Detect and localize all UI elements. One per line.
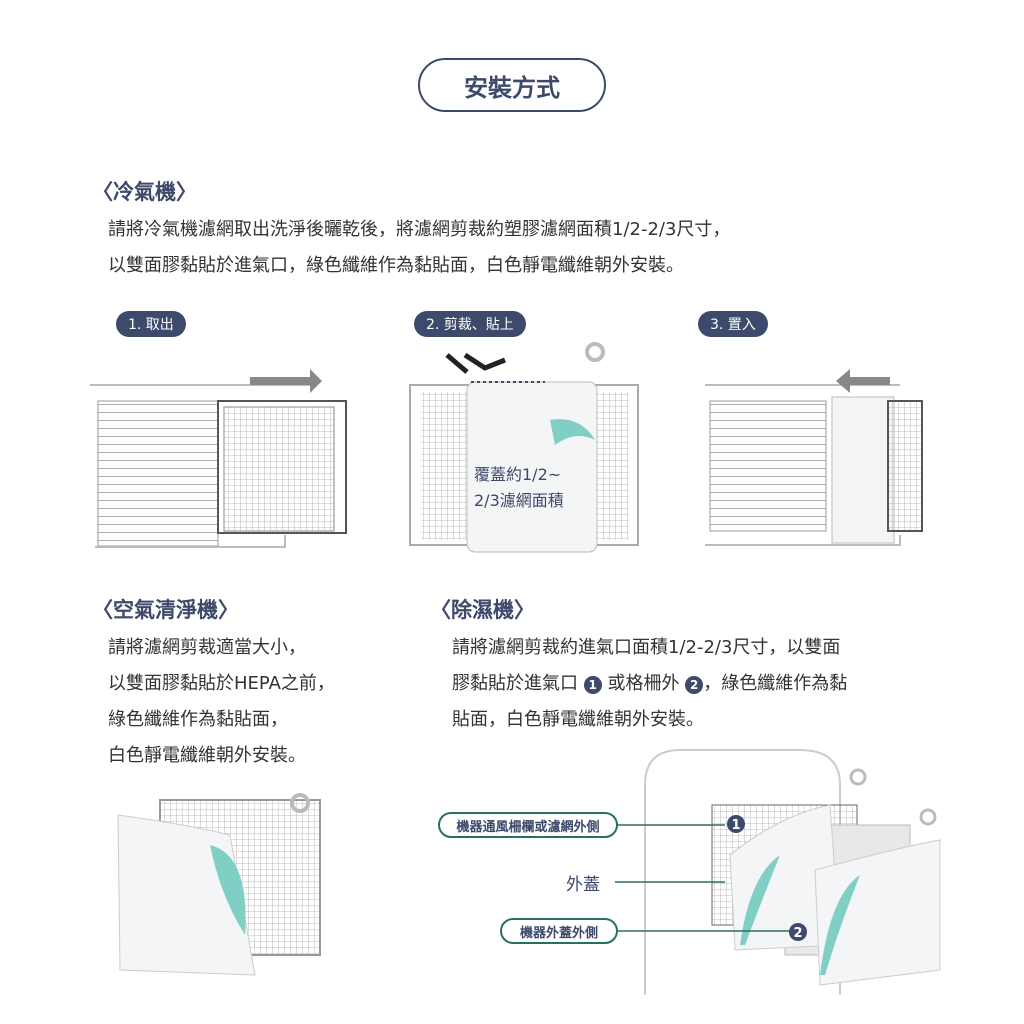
scissors-icon: [445, 352, 506, 374]
purifier-text: 以雙面膠黏貼於HEPA之前，: [108, 673, 335, 694]
dehumidifier-text: 貼面，白色靜電纖維朝外安裝。: [452, 709, 704, 730]
cover-label: 2/3濾網面積: [474, 491, 564, 510]
ac-heading: 〈冷氣機〉: [92, 180, 197, 204]
dehumidifier-text: ，綠色纖維作為黏: [703, 673, 848, 694]
callout-cover: 外蓋: [566, 875, 600, 895]
step-1-illustration: [90, 369, 347, 548]
dehumidifier-illustration: 1 2: [615, 749, 941, 995]
svg-text:2: 2: [793, 926, 802, 941]
purifier-heading: 〈空氣清淨機〉: [92, 598, 239, 622]
svg-text:1: 1: [731, 818, 740, 833]
dehumidifier-heading: 〈除濕機〉: [430, 598, 535, 622]
arrow-left-icon: [836, 369, 890, 393]
step-1-badge: 1. 取出: [116, 311, 186, 337]
purifier-text: 綠色纖維作為黏貼面，: [108, 709, 288, 730]
ac-text: 以雙面膠黏貼於進氣口，綠色纖維作為黏貼面，白色靜電纖維朝外安裝。: [108, 255, 684, 276]
badge-1: 1: [583, 676, 602, 694]
step-3-illustration: [705, 369, 923, 546]
arrow-right-icon: [250, 369, 322, 393]
cover-label: 覆蓋約1/2~: [474, 465, 562, 484]
step-2-illustration: [409, 342, 639, 553]
badge-2: 2: [685, 676, 704, 694]
step-2-badge: 2. 剪裁、貼上: [414, 311, 526, 337]
purifier-text: 白色靜電纖維朝外安裝。: [108, 745, 306, 766]
callout-outer-cover: 機器外蓋外側: [500, 918, 618, 944]
tape-icon: [585, 342, 605, 362]
callout-vent-grille: 機器通風柵欄或濾網外側: [438, 812, 618, 838]
page-title: 安裝方式: [418, 58, 606, 112]
dehumidifier-text: 請將濾網剪裁約進氣口面積1/2-2/3尺寸，以雙面: [452, 637, 841, 658]
dehumidifier-text: 膠黏貼於進氣口: [452, 673, 578, 694]
dehumidifier-text: 或格柵外: [607, 673, 680, 694]
step-3-badge: 3. 置入: [698, 311, 768, 337]
tape-icon: [290, 793, 310, 813]
ac-text: 請將冷氣機濾網取出洗淨後曬乾後，將濾網剪裁約塑膠濾網面積1/2-2/3尺寸，: [108, 219, 731, 240]
purifier-illustration: [117, 793, 321, 976]
purifier-text: 請將濾網剪裁適當大小，: [108, 637, 306, 658]
